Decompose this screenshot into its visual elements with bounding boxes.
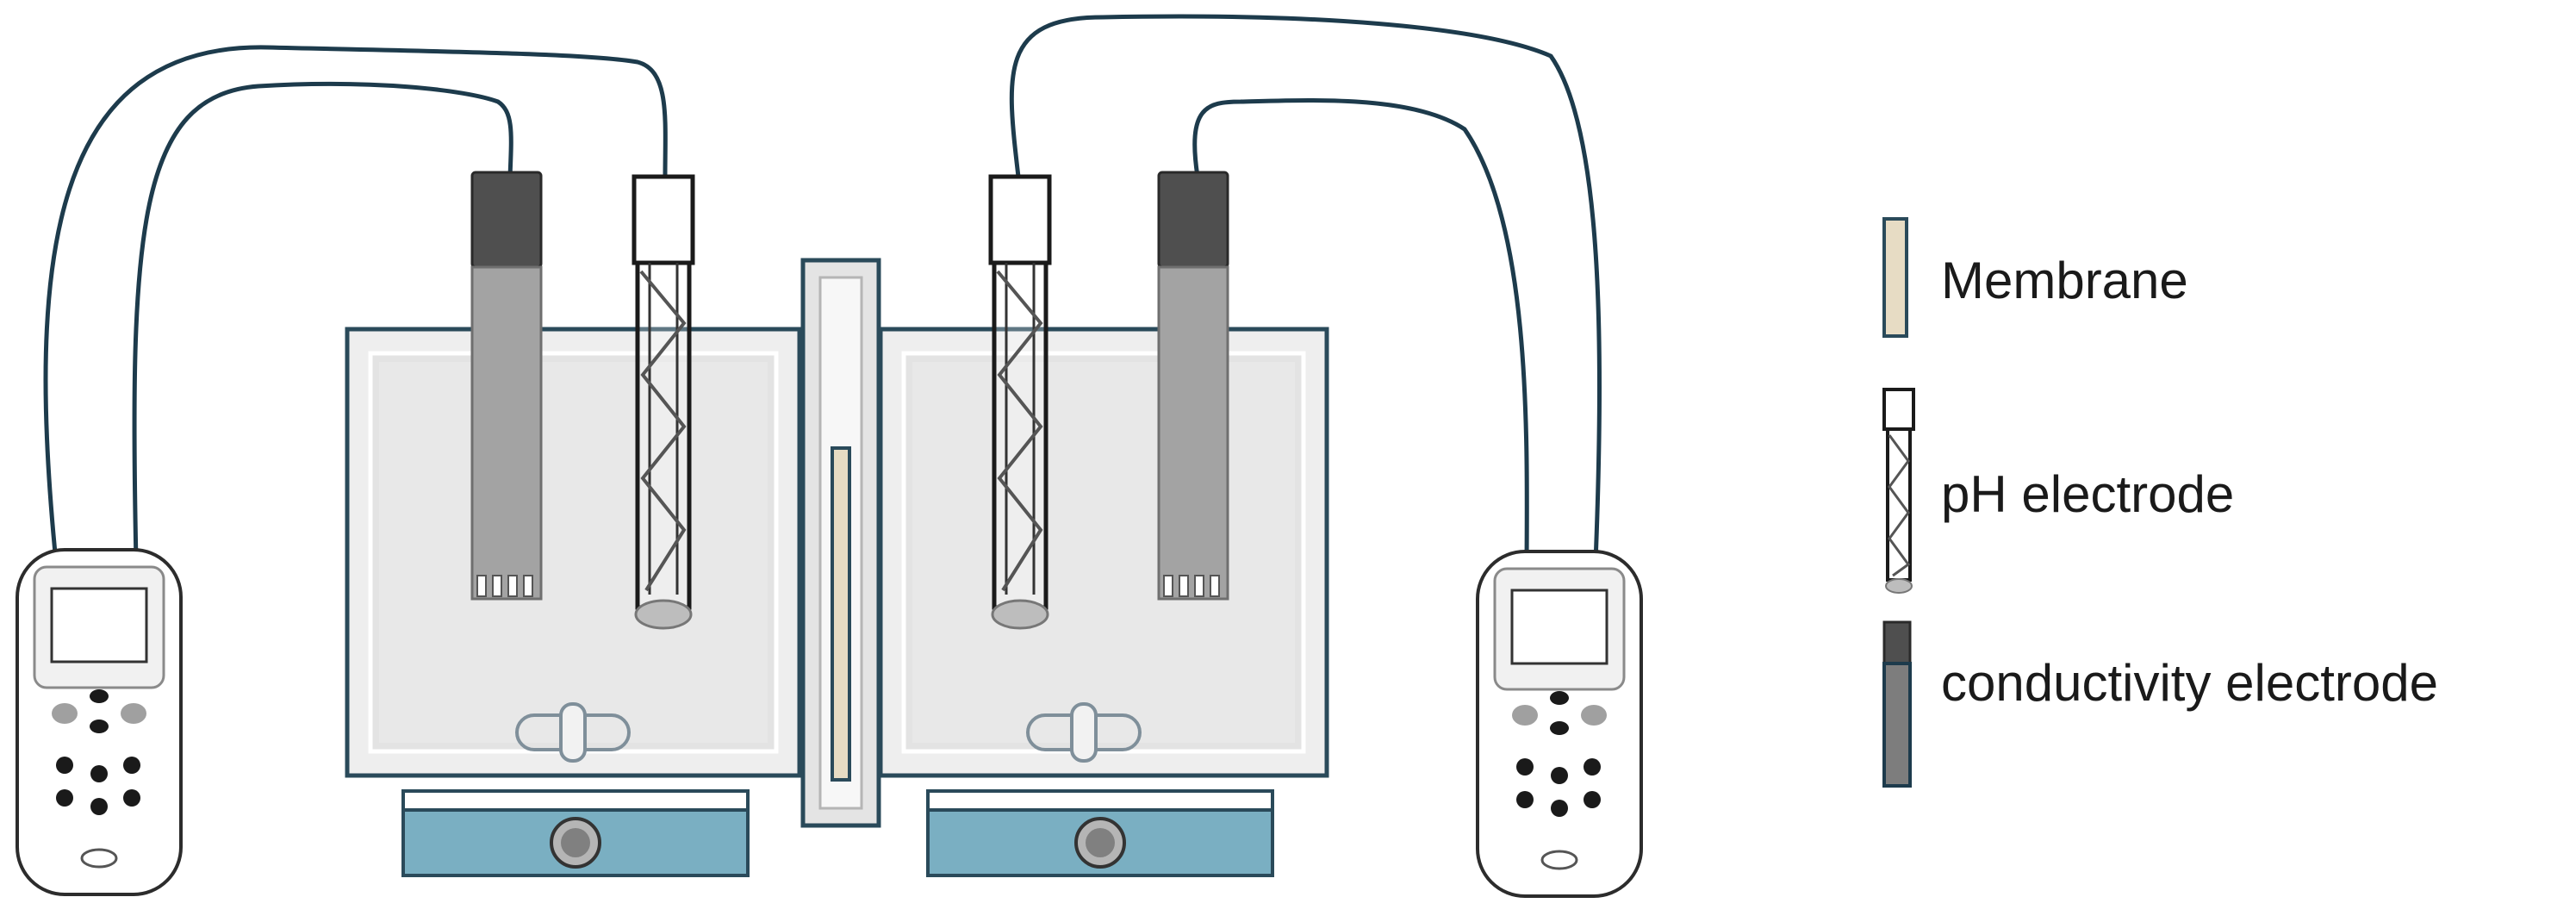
legend-conductivity-electrode-icon: [1882, 620, 1912, 788]
legend-ph-electrode-icon: [1882, 388, 1915, 594]
cable-left-conductivity: [132, 81, 513, 563]
stirrer-plate-left: [401, 789, 750, 877]
cable-right-ph: [1009, 14, 1602, 563]
legend: Membrane pH electrode conductivity elect…: [1882, 217, 2438, 788]
meter-cables: [43, 14, 1602, 563]
legend-conductivity-electrode-label: conductivity electrode: [1941, 654, 2438, 712]
legend-membrane-label: Membrane: [1941, 252, 2188, 309]
legend-ph-electrode-label: pH electrode: [1941, 465, 2234, 523]
legend-item-membrane: Membrane: [1882, 217, 2188, 338]
meter-left: [16, 548, 183, 896]
ph-electrode-left: [634, 177, 693, 628]
conductivity-electrode-right: [1157, 171, 1229, 601]
tank-right: [878, 327, 1329, 778]
cable-left-ph: [43, 45, 668, 563]
meter-right: [1476, 550, 1643, 898]
legend-item-ph-electrode: pH electrode: [1882, 388, 2234, 594]
legend-membrane-swatch: [1882, 217, 1908, 338]
conductivity-electrode-left: [470, 171, 543, 601]
legend-item-conductivity-electrode: conductivity electrode: [1882, 620, 2438, 788]
cable-right-conductivity: [1192, 97, 1529, 563]
stirrer-plate-right: [926, 789, 1274, 877]
ph-electrode-right: [991, 177, 1049, 628]
membrane-holder: [800, 258, 881, 828]
membrane: [831, 446, 851, 782]
